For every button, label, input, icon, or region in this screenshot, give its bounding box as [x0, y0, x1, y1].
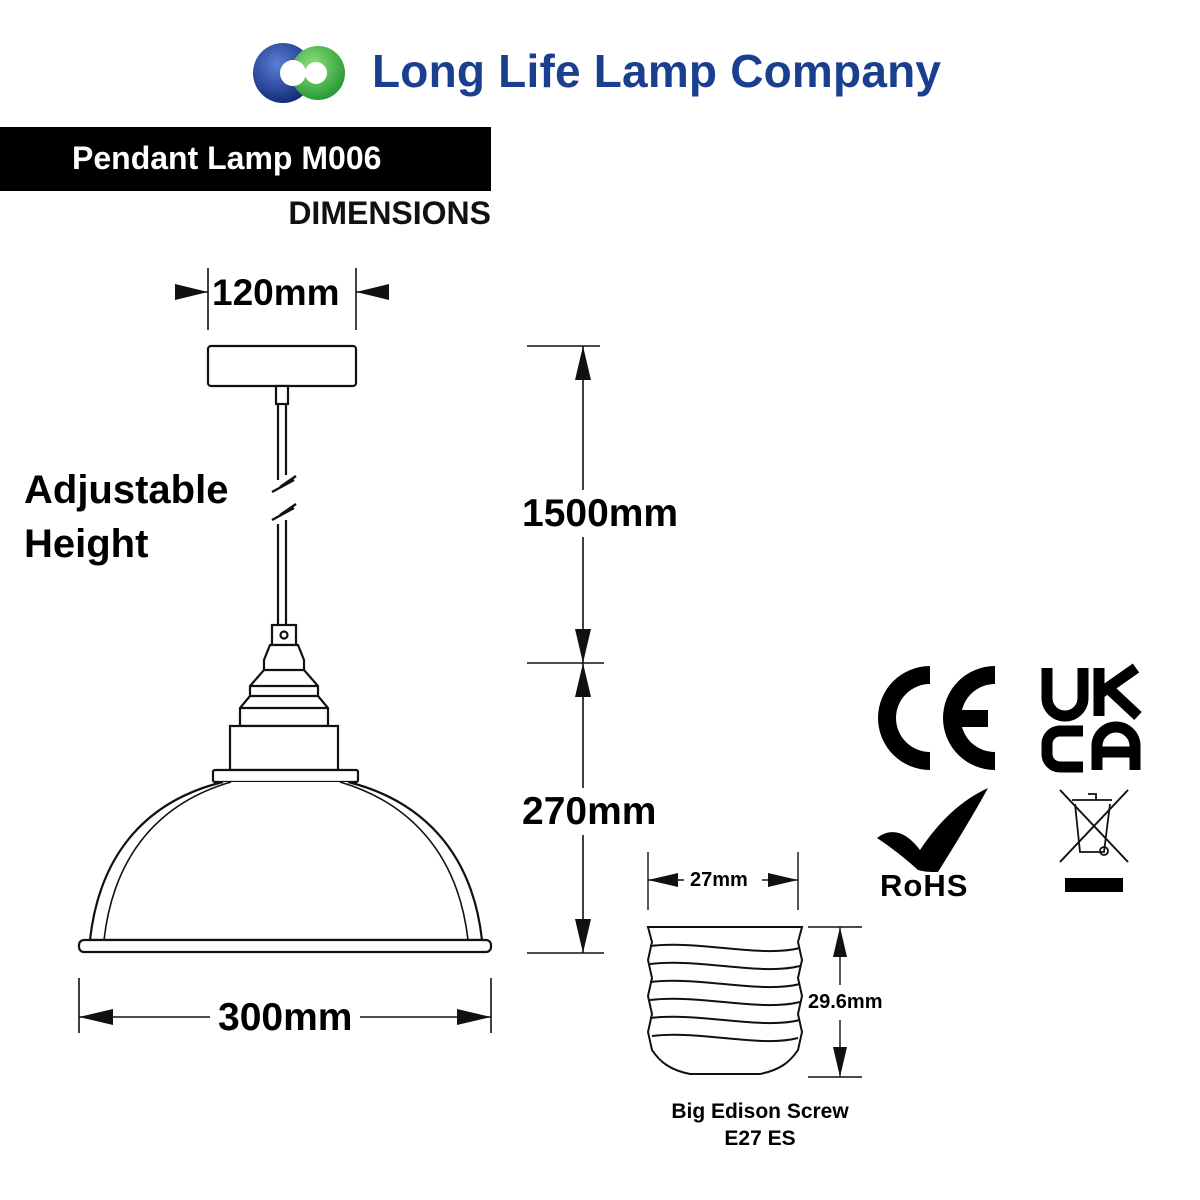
title-bar	[0, 127, 491, 191]
bulb-caption: Big Edison Screw E27 ES	[640, 1098, 880, 1153]
shade-height-label: 270mm	[522, 788, 657, 835]
ukca-mark-icon	[1041, 663, 1142, 773]
rohs-checkmark-icon	[877, 788, 988, 872]
weee-bin-icon	[1059, 789, 1129, 892]
cable-height-label: 1500mm	[522, 490, 679, 537]
adjustable-label-line2: Height	[24, 522, 149, 566]
bulb-width-label: 27mm	[690, 869, 748, 891]
product-title: Pendant Lamp M006	[72, 140, 382, 176]
dimensions-heading: DIMENSIONS	[288, 195, 491, 231]
rohs-label: RoHS	[880, 868, 969, 903]
bulb-caption-line2: E27 ES	[724, 1127, 796, 1151]
bulb-height-label: 29.6mm	[808, 991, 883, 1013]
adjustable-label-line1: Adjustable	[24, 468, 229, 512]
brand-name: Long Life Lamp Company	[372, 45, 942, 97]
dimension-lines	[78, 268, 604, 1033]
shade-width-label: 300mm	[210, 998, 361, 1037]
ceiling-canopy	[206, 344, 358, 388]
brand-logo-icon	[253, 43, 345, 103]
canopy-width-label: 120mm	[212, 272, 340, 313]
bulb-dimension-lines	[647, 852, 862, 1078]
bulb-caption-line1: Big Edison Screw	[671, 1100, 849, 1123]
ce-mark-icon	[878, 666, 995, 770]
pendant-lamp-drawing	[77, 344, 493, 954]
e27-screw-base-drawing	[646, 926, 804, 1075]
